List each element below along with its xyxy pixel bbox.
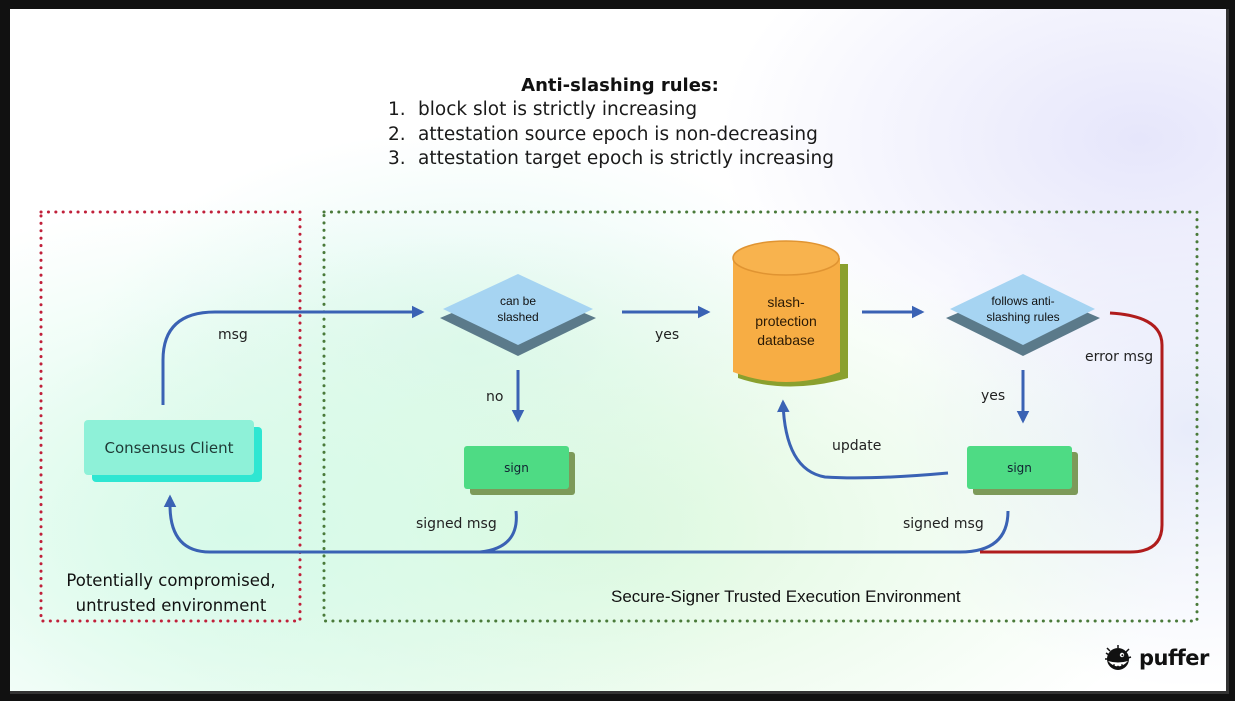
trusted-environment-label: Secure-Signer Trusted Execution Environm… xyxy=(611,587,961,606)
rule-item: 3.attestation target epoch is strictly i… xyxy=(388,148,835,169)
untrusted-environment-boundary xyxy=(39,210,302,623)
yes-label-sign: yes xyxy=(981,388,1006,404)
sign-node-left: sign xyxy=(464,446,569,489)
slash-protection-database xyxy=(732,240,848,387)
follows-rules-label: follows anti- slashing rules xyxy=(986,294,1060,324)
signed-msg-label-left: signed msg xyxy=(416,516,497,532)
rule-item: 2.attestation source epoch is non-decrea… xyxy=(388,123,818,145)
no-label: no xyxy=(486,389,504,405)
pufferfish-icon xyxy=(1105,645,1132,670)
signed-msg-left-line xyxy=(479,510,518,554)
error-msg-label: error msg xyxy=(1085,349,1154,365)
logo-text: puffer xyxy=(1139,646,1209,670)
signed-msg-label-right: signed msg xyxy=(903,516,984,532)
untrusted-environment-label: Potentially compromised, untrusted envir… xyxy=(66,571,276,615)
msg-label: msg xyxy=(218,327,248,343)
error-msg-line xyxy=(980,311,1164,554)
yes-label-database: yes xyxy=(655,327,680,343)
update-label: update xyxy=(832,438,882,454)
follows-rules-decision xyxy=(946,274,1100,356)
signed-msg-return-arrow xyxy=(163,494,1010,554)
consensus-client-node: Consensus Client xyxy=(84,420,254,475)
sign-node-right: sign xyxy=(967,446,1072,489)
can-be-slashed-label: can be slashed xyxy=(497,294,539,324)
can-be-slashed-decision xyxy=(440,274,596,356)
trusted-environment-boundary xyxy=(322,210,1199,623)
puffer-logo: puffer xyxy=(1103,644,1209,672)
rule-item: 1.block slot is strictly increasing xyxy=(388,99,698,120)
database-label: slash- protection database xyxy=(755,294,817,348)
update-arrow xyxy=(777,399,949,480)
msg-arrow xyxy=(161,305,425,405)
rules-title: Anti-slashing rules: xyxy=(521,75,719,96)
rules-list: 1.block slot is strictly increasing 2.at… xyxy=(388,98,834,172)
